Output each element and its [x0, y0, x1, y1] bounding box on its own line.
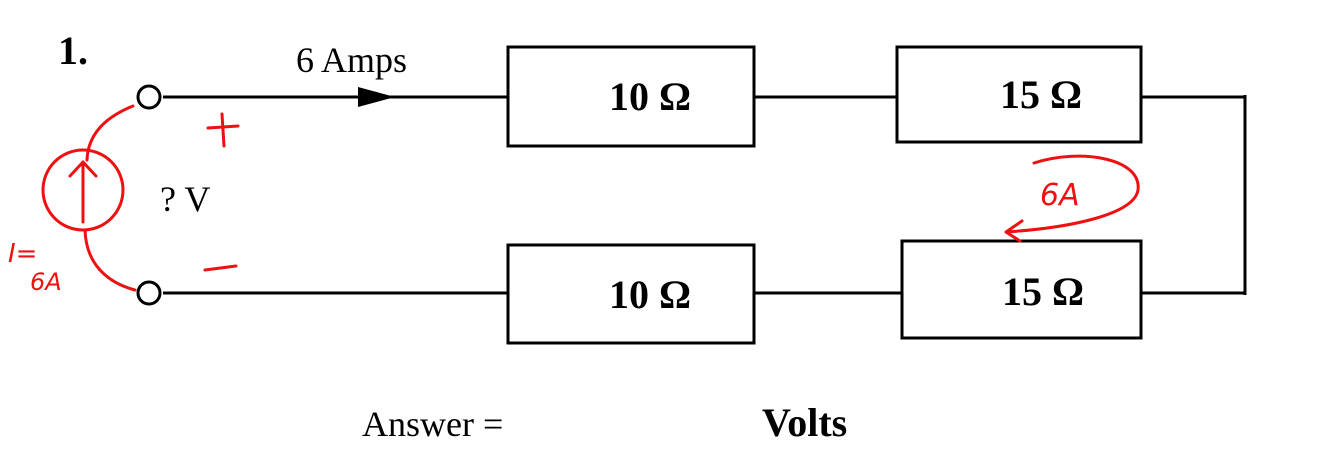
plus-sign-icon — [206, 112, 240, 148]
voltage-label: ? V — [160, 179, 210, 219]
source-up-arrow-icon — [68, 160, 98, 224]
resistor-top-left-label: 10 Ω — [609, 74, 691, 119]
resistor-bottom-right-label: 15 Ω — [1002, 269, 1084, 314]
current-arrow-icon — [358, 87, 395, 107]
problem-number: 1. — [58, 28, 88, 73]
resistor-bottom-left: 10 Ω — [506, 243, 756, 345]
resistor-bottom-left-label: 10 Ω — [609, 272, 691, 317]
source-current-value: 6A — [30, 268, 62, 296]
source-bottom-lead — [83, 228, 137, 292]
resistor-bottom-right: 15 Ω — [900, 239, 1143, 340]
loop-current-arrow-icon — [1004, 154, 1140, 243]
resistor-top-left: 10 Ω — [506, 45, 756, 148]
units-label: Volts — [762, 400, 847, 445]
current-source-icon — [41, 148, 125, 232]
loop-current-label: 6A — [1040, 178, 1080, 213]
resistor-top-right: 15 Ω — [895, 45, 1143, 144]
minus-sign-icon — [203, 264, 238, 272]
source-top-lead — [85, 104, 135, 162]
resistor-top-right-label: 15 Ω — [1000, 72, 1082, 117]
current-label: 6 Amps — [296, 40, 407, 80]
top-terminal — [136, 84, 162, 110]
handwritten-annotations — [41, 104, 1140, 292]
bottom-terminal — [136, 280, 162, 306]
circuit-wires — [163, 95, 1247, 295]
source-current-label: I= — [8, 239, 37, 269]
answer-label: Answer = — [362, 404, 503, 444]
